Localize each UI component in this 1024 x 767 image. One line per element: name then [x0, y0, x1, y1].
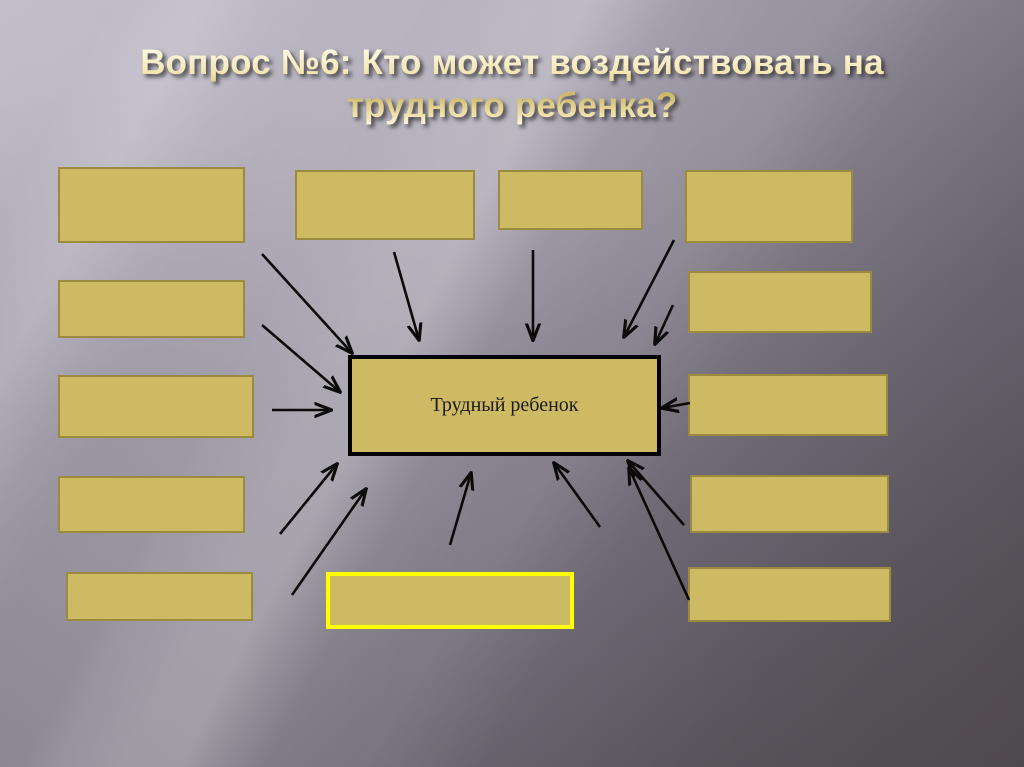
arrow-to-center: [624, 239, 676, 337]
answer-box-right-1[interactable]: [688, 271, 872, 333]
arrow-to-center: [261, 253, 352, 353]
arrow-to-center: [655, 304, 675, 344]
answer-box-top-4[interactable]: [685, 170, 853, 243]
arrow-to-center: [629, 468, 691, 601]
answer-box-bottom-highlighted[interactable]: [326, 572, 574, 629]
answer-box-left-4[interactable]: [66, 572, 253, 621]
arrow-to-center: [628, 461, 685, 526]
answer-box-left-2[interactable]: [58, 375, 254, 438]
answer-box-left-1[interactable]: [58, 280, 245, 338]
answer-box-top-1[interactable]: [58, 167, 245, 243]
answer-box-top-2[interactable]: [295, 170, 475, 240]
answer-box-right-2[interactable]: [688, 374, 888, 436]
center-concept-box[interactable]: Трудный ребенок: [348, 355, 661, 456]
answer-box-right-4[interactable]: [688, 567, 891, 622]
arrow-to-center: [554, 463, 602, 528]
arrow-to-center: [278, 464, 337, 535]
answer-box-right-3[interactable]: [690, 475, 889, 533]
arrow-to-center: [392, 251, 419, 340]
arrow-to-center: [662, 403, 691, 408]
answer-box-left-3[interactable]: [58, 476, 245, 533]
page-title: Вопрос №6: Кто может воздействовать на т…: [60, 42, 964, 127]
arrow-to-center: [448, 473, 471, 546]
answer-box-top-3[interactable]: [498, 170, 643, 230]
arrow-to-center: [261, 324, 340, 392]
